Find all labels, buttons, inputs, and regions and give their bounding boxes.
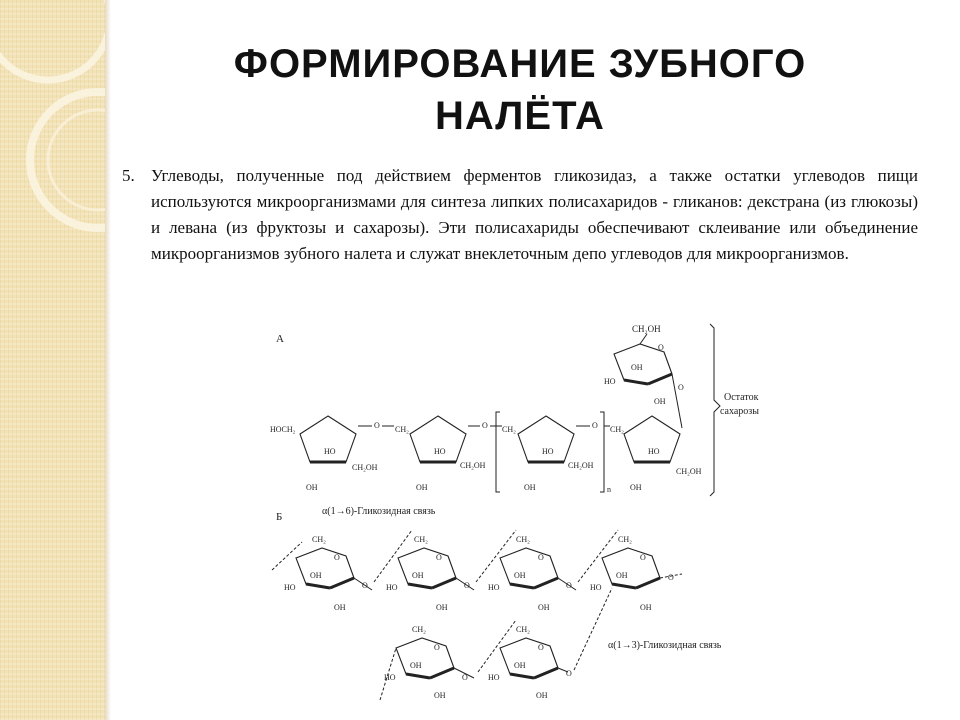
ch2-label: CH₂ [395,425,409,434]
oh-label: OH [654,397,666,406]
sucrose-glucose-ring: CH₂OH O HO OH OH O [604,324,684,429]
item-paragraph: Углеводы, полученные под действием ферме… [151,166,918,263]
polysaccharide-diagram: А CH₂OH O HO OH OH O Остаток сахарозы HO… [262,320,782,715]
ring-o-label: O [640,553,646,562]
oh-label: OH [416,483,428,492]
ch2-label: CH₂ [618,535,632,544]
ch2-label: CH₂ [610,425,624,434]
ch2-label: CH₂ [502,425,516,434]
title-line-2: НАЛЁТА [435,94,605,138]
title-line-1: ФОРМИРОВАНИЕ ЗУБНОГО [233,42,807,86]
ch2-label: CH₂ [412,625,426,634]
ring-o-label: O [538,553,544,562]
band-edge-shadow [105,0,111,720]
decorative-left-band [0,0,105,720]
glycosidic-o-label: O [592,421,598,430]
ch2-label: CH₂ [516,625,530,634]
ho-label: HO [542,447,554,456]
ring-o-label: O [658,343,664,352]
ho-label: HO [488,673,500,682]
repeat-bracket-close [600,411,605,493]
repeat-n-label: n [607,485,611,494]
sucrose-label-1: Остаток [724,392,759,403]
oh-label: OH [412,571,424,580]
glycosidic-o-label: O [362,581,368,590]
oh-label: OH [310,571,322,580]
ho-label: HO [386,583,398,592]
oh-label: OH [514,571,526,580]
ring-o-label: O [434,643,440,652]
ch2oh-label: CH₂OH [460,461,486,470]
oh-label: OH [334,603,346,612]
ch2oh-label: CH₂OH [676,467,702,476]
decorative-rings [0,0,105,232]
oh-label: OH [630,483,642,492]
glycosidic-o-label: O [566,581,572,590]
glycosidic-o-label: O [678,383,684,392]
dextran-row-2: CH₂ CH₂ O O OH OH HO HO O O OH OH [379,587,613,701]
oh-label: OH [631,363,643,372]
ch2oh-label: CH₂OH [568,461,594,470]
oh-label: OH [536,691,548,700]
ho-label: HO [284,583,296,592]
ch2oh-label: CH₂OH [352,463,378,472]
hoch2-label: HOCH₂ [270,425,296,434]
ch2-label: CH₂ [516,535,530,544]
ho-label: HO [648,447,660,456]
oh-label: OH [306,483,318,492]
ring-o-label: O [436,553,442,562]
dextran-row-1: CH₂ CH₂ CH₂ CH₂ O O O O OH OH OH OH HO H… [271,529,683,612]
oh-label: OH [514,661,526,670]
oh-label: OH [538,603,550,612]
ring-o-label: O [538,643,544,652]
item-number: 5. [122,166,135,185]
numbered-item: 5. Углеводы, полученные под действием фе… [122,163,918,267]
sucrose-label-2: сахарозы [720,406,759,417]
ho-label: HO [434,447,446,456]
ho-label: HO [384,673,396,682]
glycosidic-o-label: O [668,573,674,582]
panel-b-label: Б [276,511,282,523]
levan-chain: HOCH₂ O CH₂ O CH₂ O n CH₂ HO HO HO HO CH… [270,411,702,494]
sucrose-bracket [709,323,721,497]
oh-label: OH [410,661,422,670]
ring-o-label: O [334,553,340,562]
alpha-1-6-bond-label: α(1→6)-Гликозидная связь [322,506,436,517]
oh-label: OH [640,603,652,612]
oh-label: OH [524,483,536,492]
ch2oh-label: CH₂OH [632,324,661,334]
glycosidic-o-label: O [566,669,572,678]
glycosidic-o-label: O [464,581,470,590]
alpha-1-3-bond-label: α(1→3)-Гликозидная связь [608,640,722,651]
slide-title: ФОРМИРОВАНИЕ ЗУБНОГО НАЛЁТА [160,38,880,142]
oh-label: OH [434,691,446,700]
ho-label: HO [590,583,602,592]
glycosidic-o-label: O [462,673,468,682]
glycosidic-o-label: O [482,421,488,430]
ch2-label: CH₂ [312,535,326,544]
ch2-label: CH₂ [414,535,428,544]
repeat-bracket-open [495,411,500,493]
oh-label: OH [616,571,628,580]
ho-label: HO [324,447,336,456]
oh-label: OH [436,603,448,612]
panel-a-label: А [276,333,284,345]
ho-label: HO [604,377,616,386]
glycosidic-o-label: O [374,421,380,430]
ho-label: HO [488,583,500,592]
